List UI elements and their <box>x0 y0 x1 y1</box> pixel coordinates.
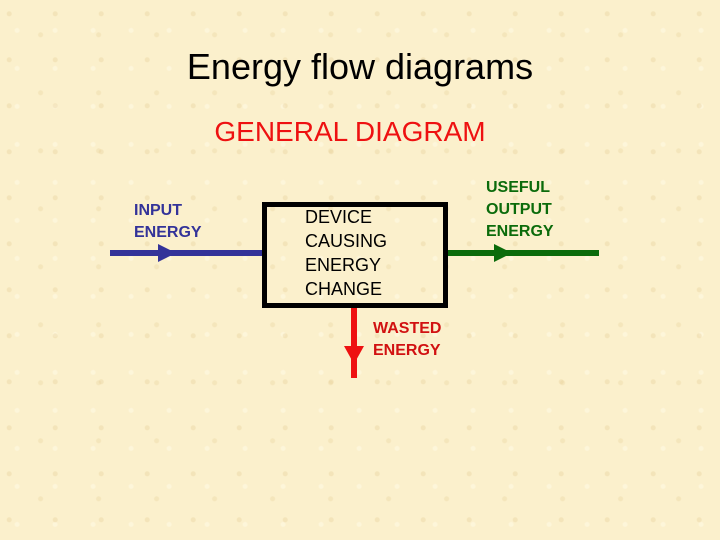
device-box <box>262 202 448 308</box>
useful-output-energy-label: USEFUL OUTPUT ENERGY <box>486 179 554 240</box>
device-label: DEVICE CAUSING ENERGY CHANGE <box>305 207 388 299</box>
diagram-subtitle: GENERAL DIAGRAM <box>214 116 486 147</box>
wasted-energy-arrow <box>344 303 364 378</box>
page-title: Energy flow diagrams <box>186 46 534 87</box>
input-energy-arrow <box>110 244 262 262</box>
input-energy-label: INPUT ENERGY <box>134 202 202 241</box>
output-energy-arrow <box>443 244 599 262</box>
wasted-energy-label: WASTED ENERGY <box>373 320 442 359</box>
